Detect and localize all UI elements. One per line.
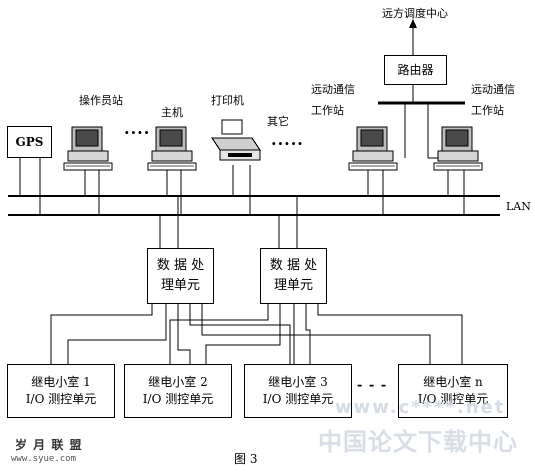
remote-center-label: 远方调度中心 [382, 7, 448, 20]
computer-icon [348, 126, 398, 171]
relay-room-subtitle: I/O 测控单元 [142, 392, 214, 406]
relay-room-subtitle: I/O 测控单元 [25, 392, 97, 406]
ellipsis-dots: ····· [271, 134, 304, 153]
data-processing-unit-2: 数 据 处 理单元 [260, 248, 327, 304]
figure-caption: 图 3 [234, 452, 258, 466]
lan-label: LAN [506, 200, 531, 213]
processor-label-line2: 理单元 [160, 278, 200, 293]
other-label: 其它 [267, 115, 289, 128]
router-box: 路由器 [384, 55, 447, 85]
uplink-arrow [409, 19, 417, 28]
computer-icon [433, 126, 483, 171]
watermark-site: 中国论文下载中心 [318, 427, 518, 456]
computer-icon [147, 126, 197, 171]
router-label: 路由器 [397, 62, 434, 77]
watermark-url: www.syue.com [11, 454, 77, 464]
relay-room-subtitle: I/O 测控单元 [417, 392, 489, 406]
relay-room-subtitle: I/O 测控单元 [262, 392, 334, 406]
printer-icon [211, 119, 261, 161]
relay-room-title: 继电小室 n [423, 375, 483, 389]
relay-room-n: 继电小室 n I/O 测控单元 [398, 364, 508, 418]
computer-icon [63, 126, 113, 171]
data-processing-unit-1: 数 据 处 理单元 [147, 248, 214, 304]
printer-label: 打印机 [211, 94, 244, 107]
host-label: 主机 [161, 106, 183, 119]
ellipsis-dashes: - - - [357, 378, 388, 393]
relay-room-title: 继电小室 3 [268, 375, 328, 389]
gps-label: GPS [15, 134, 44, 149]
comm-station-right-label-line1: 远动通信 [471, 83, 515, 96]
watermark-logo: 岁 月 联 盟 [15, 438, 83, 452]
relay-room-3: 继电小室 3 I/O 测控单元 [244, 364, 352, 418]
relay-room-title: 继电小室 1 [31, 375, 91, 389]
relay-room-1: 继电小室 1 I/O 测控单元 [7, 364, 115, 418]
gps-box: GPS [7, 126, 52, 158]
comm-station-left-label-line2: 工作站 [311, 104, 344, 117]
processor-label-line1: 数 据 处 [269, 258, 318, 273]
comm-station-left-label-line1: 远动通信 [311, 83, 355, 96]
processor-label-line1: 数 据 处 [156, 258, 205, 273]
ellipsis-dots: ···· [124, 123, 151, 142]
relay-room-2: 继电小室 2 I/O 测控单元 [124, 364, 232, 418]
operator-station-label: 操作员站 [79, 94, 123, 107]
relay-room-title: 继电小室 2 [148, 375, 208, 389]
watermark-site-url: www.c****.net [335, 397, 506, 418]
processor-label-line2: 理单元 [273, 278, 313, 293]
comm-station-right-label-line2: 工作站 [471, 104, 504, 117]
